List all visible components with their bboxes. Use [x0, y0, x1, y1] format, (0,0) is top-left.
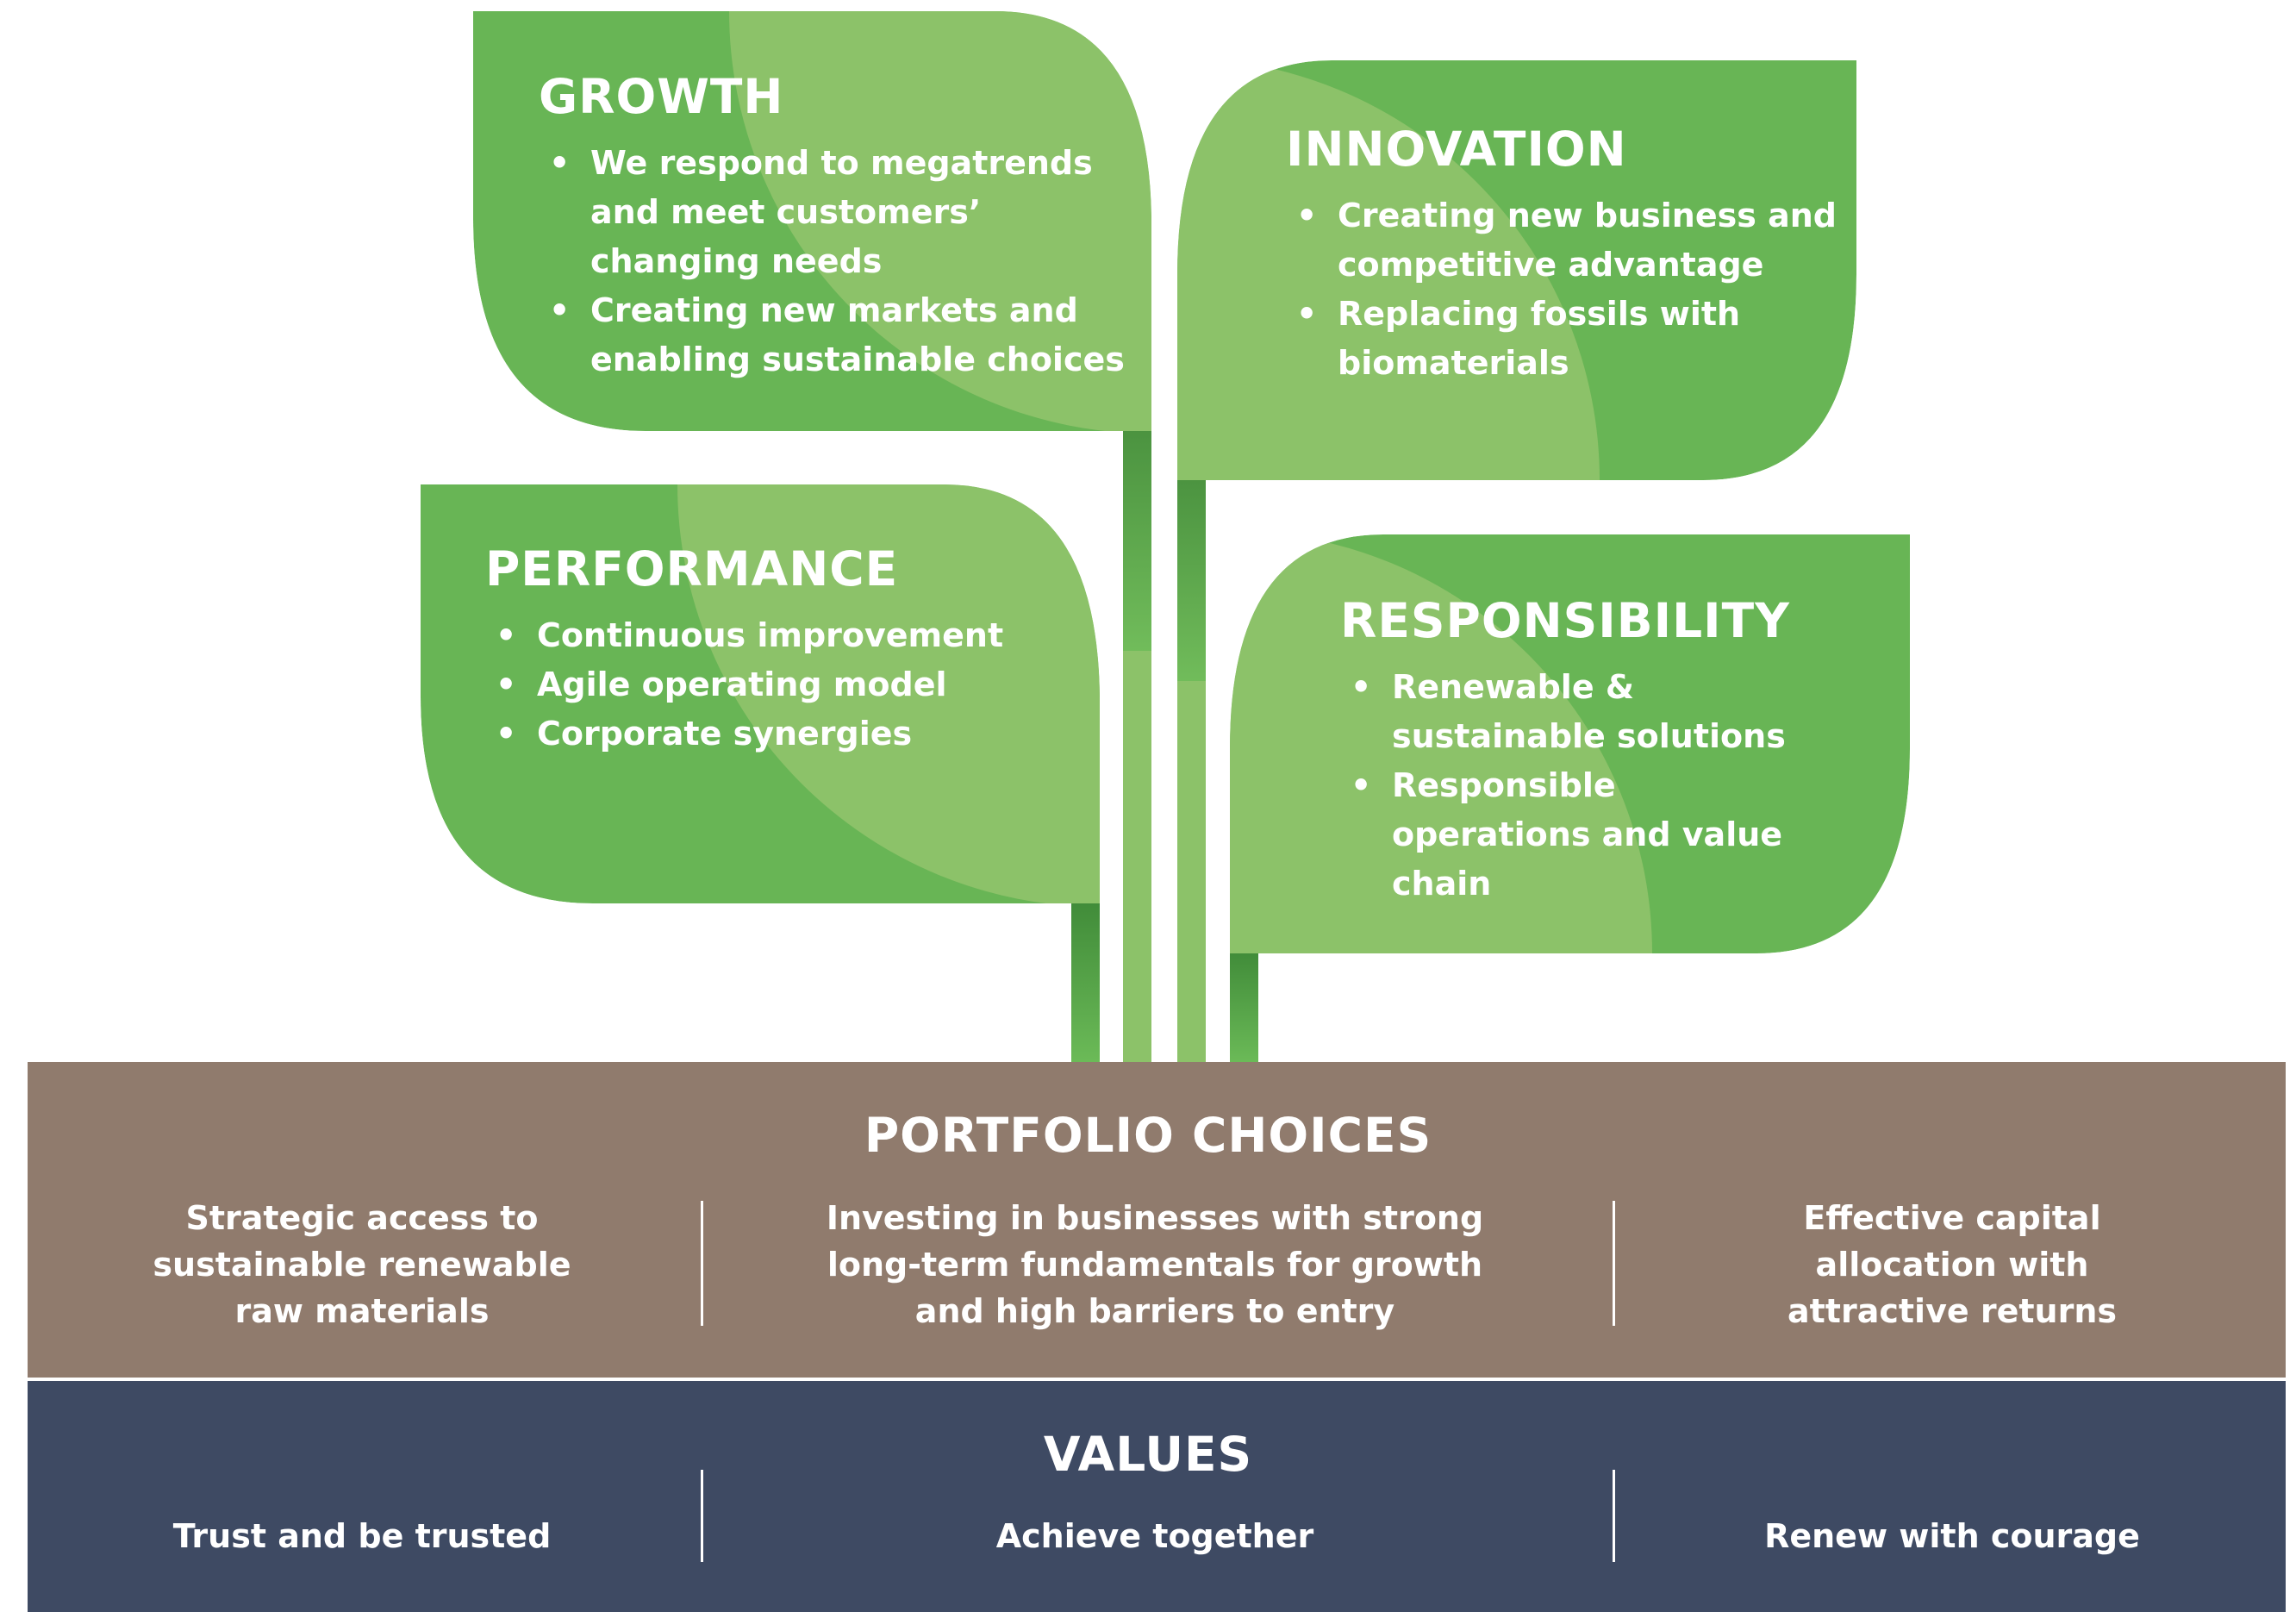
portfolio-col-1: Strategic access to sustainable renewabl… [153, 1199, 571, 1330]
values-divider-2 [1613, 1470, 1615, 1562]
values-band [28, 1381, 2286, 1612]
leaf-performance-list: Continuous improvement Agile operating m… [485, 611, 1071, 759]
stem-performance [1071, 897, 1100, 1065]
stem-responsibility [1230, 948, 1258, 1065]
values-col-1: Trust and be trusted [172, 1517, 552, 1555]
leaf-growth-item: We respond to megatrends and meet custom… [539, 139, 1133, 286]
leaf-responsibility-content: RESPONSIBILITY Renewable & sustainable s… [1340, 595, 1823, 909]
values-col-3: Renew with courage [1764, 1517, 2140, 1555]
leaf-growth-title: GROWTH [539, 69, 784, 124]
leaf-innovation-list: Creating new business and competitive ad… [1286, 191, 1846, 388]
portfolio-band [28, 1062, 2286, 1378]
leaf-performance-title: PERFORMANCE [485, 541, 899, 597]
portfolio-col-2: Investing in businesses with strong long… [826, 1199, 1484, 1330]
leaf-innovation-item: Creating new business and competitive ad… [1286, 191, 1846, 290]
values-divider-1 [701, 1470, 703, 1562]
leaf-innovation-item: Replacing fossils with biomaterials [1286, 290, 1846, 388]
leaf-growth-item: Creating new markets and enabling sustai… [539, 286, 1133, 384]
leaf-performance-item: Corporate synergies [485, 709, 1071, 759]
leaf-performance-item: Continuous improvement [485, 611, 1071, 660]
leaf-performance-item: Agile operating model [485, 660, 1071, 709]
plant-stems [1071, 427, 1258, 1065]
stem-innovation-shade [1177, 474, 1206, 681]
leaf-responsibility-title: RESPONSIBILITY [1340, 593, 1790, 648]
portfolio-divider-2 [1613, 1201, 1615, 1326]
leaf-performance-content: PERFORMANCE Continuous improvement Agile… [485, 543, 1071, 759]
stem-growth-shade [1123, 427, 1151, 651]
leaf-responsibility-item: Renewable & sustainable solutions [1340, 663, 1823, 761]
leaf-innovation-title: INNOVATION [1286, 122, 1627, 177]
portfolio-title: PORTFOLIO CHOICES [864, 1108, 1432, 1163]
portfolio-divider-1 [701, 1201, 703, 1326]
leaf-responsibility-item: Responsible operations and value chain [1340, 761, 1823, 909]
portfolio-col-3: Effective capital allocation with attrac… [1788, 1199, 2117, 1330]
values-col-2: Achieve together [995, 1517, 1314, 1555]
leaf-growth-list: We respond to megatrends and meet custom… [539, 139, 1133, 384]
leaf-responsibility-list: Renewable & sustainable solutions Respon… [1340, 663, 1823, 909]
values-title: VALUES [1043, 1427, 1253, 1482]
leaf-growth-content: GROWTH We respond to megatrends and meet… [539, 71, 1133, 384]
leaf-innovation-content: INNOVATION Creating new business and com… [1286, 123, 1846, 388]
